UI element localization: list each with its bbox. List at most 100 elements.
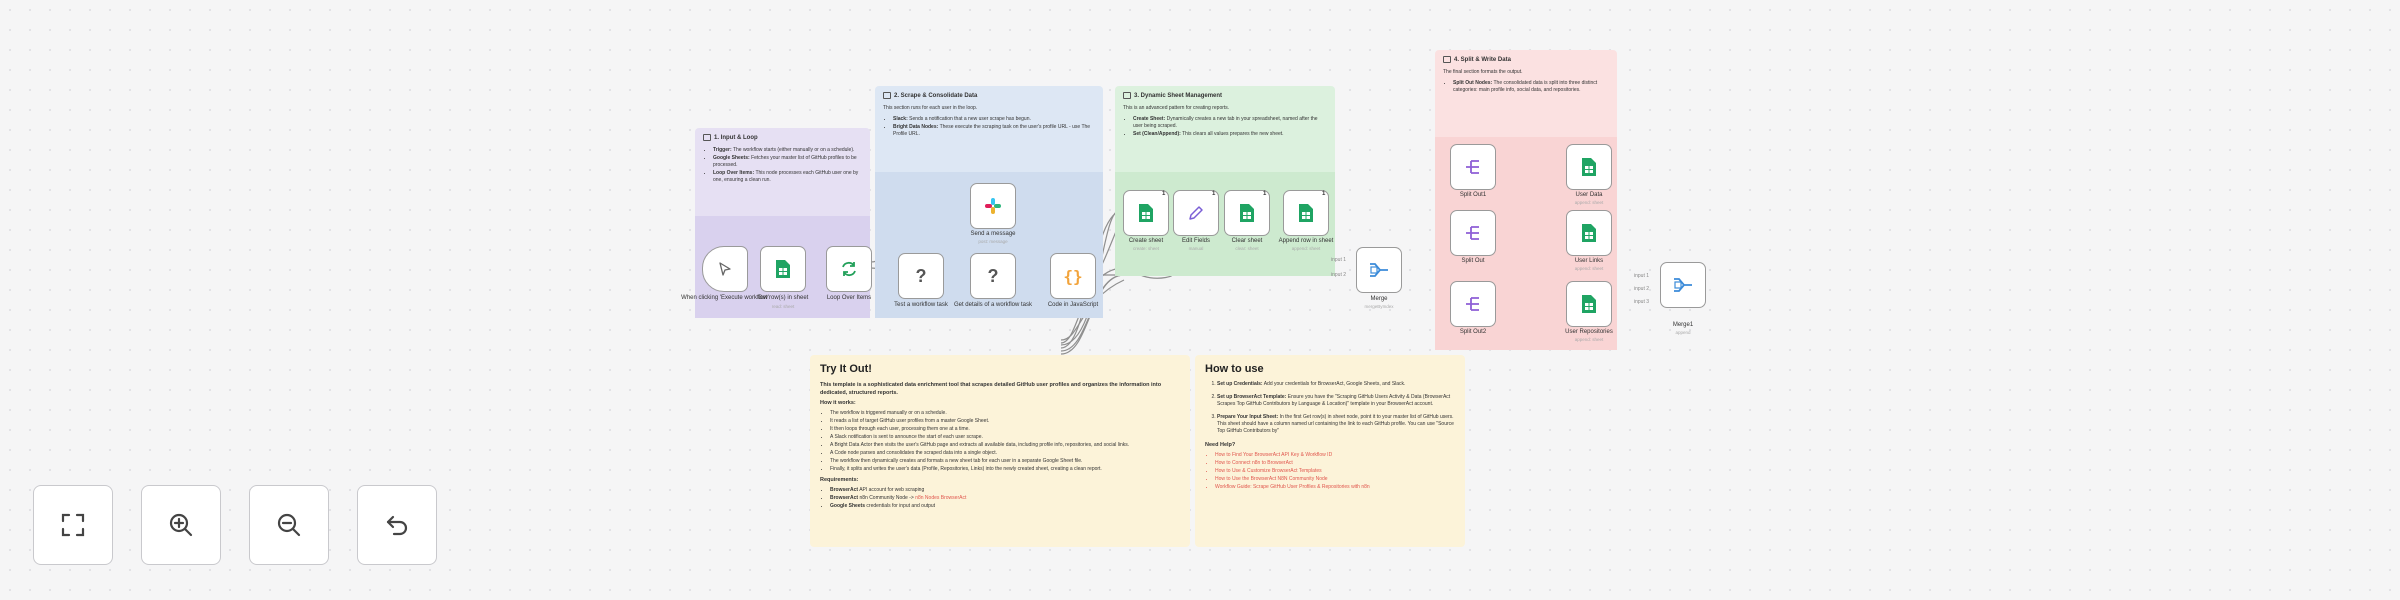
sticky-text: This section runs for each user in the l… — [883, 105, 978, 111]
sticky-bullets: Slack: Sends a notification that a new u… — [883, 116, 1095, 138]
pencil-icon — [1189, 206, 1203, 220]
get-rows-node[interactable] — [760, 246, 806, 292]
node-label: Send a message — [970, 231, 1016, 237]
node-label: Loop Over Items — [826, 295, 872, 301]
split-out2-node[interactable] — [1450, 281, 1496, 327]
node-subtitle: append — [1675, 330, 1691, 335]
sticky-bullets: Split Out Nodes: The consolidated data i… — [1443, 80, 1609, 94]
node-label: Split Out1 — [1459, 192, 1487, 198]
google-sheets-icon — [1582, 158, 1596, 176]
test-workflow-node[interactable]: ? — [898, 253, 944, 299]
sticky-bullets: Create Sheet: Dynamically creates a new … — [1123, 116, 1327, 138]
sticky-text: This template is a sophisticated data en… — [820, 382, 1162, 396]
list-item: Google Sheets: Fetches your master list … — [713, 155, 862, 169]
node-label: Split Out — [1461, 258, 1485, 264]
note-icon — [703, 134, 711, 141]
clear-sheet-node[interactable] — [1224, 190, 1270, 236]
requirement-link[interactable]: n8n Nodes BrowserAct — [915, 495, 967, 501]
refresh-icon — [842, 261, 856, 277]
sticky-title: How to use — [1205, 363, 1264, 375]
create-sheet-node[interactable] — [1123, 190, 1169, 236]
split-out1-node[interactable] — [1450, 144, 1496, 190]
edit-fields-node[interactable] — [1173, 190, 1219, 236]
user-data-node[interactable] — [1566, 144, 1612, 190]
node-subtitle: clear: sheet — [1235, 246, 1259, 251]
run-count-badge: 1 — [1162, 191, 1166, 197]
split-out-node[interactable] — [1450, 210, 1496, 256]
note-icon — [1443, 56, 1451, 63]
code-braces-icon: {} — [1063, 266, 1083, 286]
zoom-in-icon — [169, 513, 193, 537]
list-item: A Code node parses and consolidates the … — [830, 450, 1180, 457]
note-icon — [883, 92, 891, 99]
sticky-title: 4. Split & Write Data — [1443, 56, 1609, 63]
list-item: Loop Over Items: This node processes eac… — [713, 170, 862, 184]
node-label: Get row(s) in sheet — [757, 295, 809, 301]
append-row-node[interactable] — [1283, 190, 1329, 236]
node-subtitle: append: sheet — [1574, 337, 1604, 342]
code-javascript-node[interactable]: {} — [1050, 253, 1096, 299]
node-label: Merge1 — [1672, 322, 1694, 328]
help-link[interactable]: How to Find Your BrowserAct API Key & Wo… — [1215, 452, 1455, 459]
sticky-subheading: Requirements: — [820, 477, 859, 483]
list-item: Google Sheets credentials for input and … — [830, 503, 1180, 510]
node-subtitle: append: sheet — [1574, 200, 1604, 205]
merge-node[interactable] — [1356, 247, 1402, 293]
sticky-subheading: Need Help? — [1205, 442, 1236, 448]
merge1-node[interactable] — [1660, 262, 1706, 308]
node-label: When clicking 'Execute workflow' — [681, 295, 769, 301]
node-label: Merge — [1370, 296, 1388, 302]
fit-view-button[interactable] — [33, 485, 113, 565]
sticky-title: 2. Scrape & Consolidate Data — [883, 92, 1095, 99]
sticky-bullets: Trigger: The workflow starts (either man… — [703, 147, 862, 184]
node-label: Clear sheet — [1231, 238, 1263, 244]
undo-icon — [386, 515, 408, 536]
sticky-text: The final section formats the output. — [1443, 69, 1523, 75]
get-details-node[interactable]: ? — [970, 253, 1016, 299]
manual-trigger-node[interactable] — [702, 246, 748, 292]
list-item: Slack: Sends a notification that a new u… — [893, 116, 1095, 123]
note-icon — [1123, 92, 1131, 99]
list-item: The workflow then dynamically creates an… — [830, 458, 1180, 465]
google-sheets-icon — [1582, 224, 1596, 242]
google-sheets-icon — [1299, 204, 1313, 222]
node-subtitle: create: sheet — [1132, 246, 1159, 251]
help-links: How to Find Your BrowserAct API Key & Wo… — [1205, 452, 1455, 491]
node-subtitle: append: sheet — [1574, 266, 1604, 271]
user-links-node[interactable] — [1566, 210, 1612, 256]
node-subtitle: manual — [1188, 246, 1204, 251]
help-link[interactable]: Workflow Guide: Scrape GitHub User Profi… — [1215, 484, 1455, 491]
help-link[interactable]: How to Use the BrowserAct N8N Community … — [1215, 476, 1455, 483]
loop-over-items-node[interactable] — [826, 246, 872, 292]
zoom-out-button[interactable] — [249, 485, 329, 565]
sticky-title: 1. Input & Loop — [703, 134, 862, 141]
list-item: A Slack notification is sent to announce… — [830, 434, 1180, 441]
google-sheets-icon — [1582, 295, 1596, 313]
how-to-use-steps: Set up Credentials: Add your credentials… — [1205, 381, 1455, 435]
run-count-badge: 1 — [1212, 191, 1216, 197]
node-label: Code in JavaScript — [1047, 302, 1099, 308]
list-item: BrowserAct API account for web scraping — [830, 487, 1180, 494]
help-link[interactable]: How to Connect n8n to BrowserAct — [1215, 460, 1455, 467]
list-item: Trigger: The workflow starts (either man… — [713, 147, 862, 154]
send-message-node[interactable] — [970, 183, 1016, 229]
list-item: Set up BrowserAct Template: Ensure you h… — [1217, 394, 1455, 408]
split-icon — [1466, 226, 1479, 240]
list-item: Create Sheet: Dynamically creates a new … — [1133, 116, 1327, 130]
sticky-try-it-out[interactable]: Try It Out! This template is a sophistic… — [810, 355, 1190, 547]
user-repositories-node[interactable] — [1566, 281, 1612, 327]
sticky-title: 3. Dynamic Sheet Management — [1123, 92, 1327, 99]
list-item: It reads a list of target GitHub user pr… — [830, 418, 1180, 425]
merge-input-label: input 1 — [1634, 273, 1650, 279]
question-mark-icon: ? — [915, 265, 927, 286]
node-subtitle: mergeByIndex — [1364, 304, 1394, 309]
reset-zoom-button[interactable] — [357, 485, 437, 565]
help-link[interactable]: How to Use & Customize BrowserAct Templa… — [1215, 468, 1455, 475]
node-label: Create sheet — [1128, 238, 1164, 244]
merge-input-label: input 2 — [1634, 286, 1650, 292]
sticky-how-to-use[interactable]: How to use Set up Credentials: Add your … — [1195, 355, 1465, 547]
merge-icon — [1674, 278, 1692, 292]
node-subtitle: read: sheet — [771, 304, 795, 309]
requirements-list: BrowserAct API account for web scraping … — [820, 487, 1180, 510]
zoom-in-button[interactable] — [141, 485, 221, 565]
